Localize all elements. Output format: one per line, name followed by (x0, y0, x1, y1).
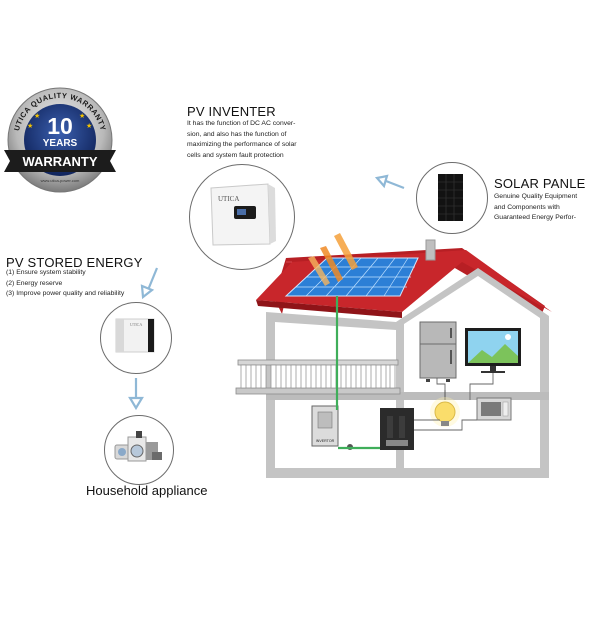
solar-desc-line: Guaranteed Energy Perfor- (494, 214, 576, 221)
battery-brand: UTICA (130, 322, 142, 327)
storage-list-item: (2) Energy reserve (6, 279, 63, 287)
house-inverter-label: INVERTOR (316, 439, 335, 443)
ac-wiring (414, 373, 494, 431)
dc-cable (335, 296, 380, 450)
inverter-desc-line: cells and system fault protection (187, 151, 284, 159)
storage-list-item: (3) Improve power quality and reliabilit… (6, 290, 125, 297)
storage-title: PV STORED ENERGY (6, 255, 143, 270)
badge-ribbon (4, 150, 116, 172)
badge-years: YEARS (43, 138, 78, 149)
solar-desc-line: and Components with (494, 203, 560, 211)
microwave-icon (476, 397, 512, 421)
appliance-title: Household appliance (86, 483, 208, 498)
inverter-desc-line: maximizing the performance of solar (187, 141, 297, 148)
svg-text:★: ★ (86, 122, 92, 130)
badge-url: www.utica-power.com (41, 178, 80, 183)
solar-title: SOLAR PANLE (494, 176, 586, 191)
solar-description: Genuine Quality Equipment and Components… (494, 192, 577, 224)
svg-text:★: ★ (34, 112, 40, 120)
solar-panel-icon (438, 174, 463, 221)
light-bulb-icon (430, 390, 460, 427)
svg-text:★: ★ (27, 122, 33, 130)
arrow-inverter-to-battery (146, 267, 159, 291)
badge-number: 10 (47, 113, 73, 139)
refrigerator-icon (419, 321, 457, 382)
flow-arrows (128, 174, 405, 411)
storage-list: (1) Ensure system stability (2) Energy r… (6, 268, 124, 300)
floor-slab (266, 392, 549, 400)
inverter-title: PV INVENTER (187, 104, 276, 119)
chimney (425, 239, 436, 261)
solar-desc-line: Genuine Quality Equipment (494, 193, 578, 200)
house: INVERTOR (235, 233, 552, 478)
inverter-desc-line: It has the function of DC AC conver- (187, 120, 296, 127)
storage-list-item: (1) Ensure system stability (6, 269, 86, 276)
battery-device: UTICA (115, 318, 155, 353)
star-icons: ★★ ★★ (27, 112, 92, 130)
sun-rays (308, 233, 358, 286)
balcony (235, 359, 401, 395)
inverter-device: UTICA (210, 183, 276, 246)
inverter-desc-line: sion, and also has the function of (187, 130, 287, 138)
arrow-solar-to-inverter (385, 179, 405, 190)
inverter-brand: UTICA (218, 195, 239, 203)
inverter-description: It has the function of DC AC conver- sio… (187, 119, 297, 161)
tv-icon (465, 328, 521, 373)
house-inverter-box: INVERTOR (311, 405, 353, 450)
distribution-panel-icon (380, 408, 414, 450)
svg-text:★: ★ (79, 112, 85, 120)
appliance-icons (114, 431, 162, 462)
badge-ribbon-text: WARRANTY (22, 154, 97, 169)
